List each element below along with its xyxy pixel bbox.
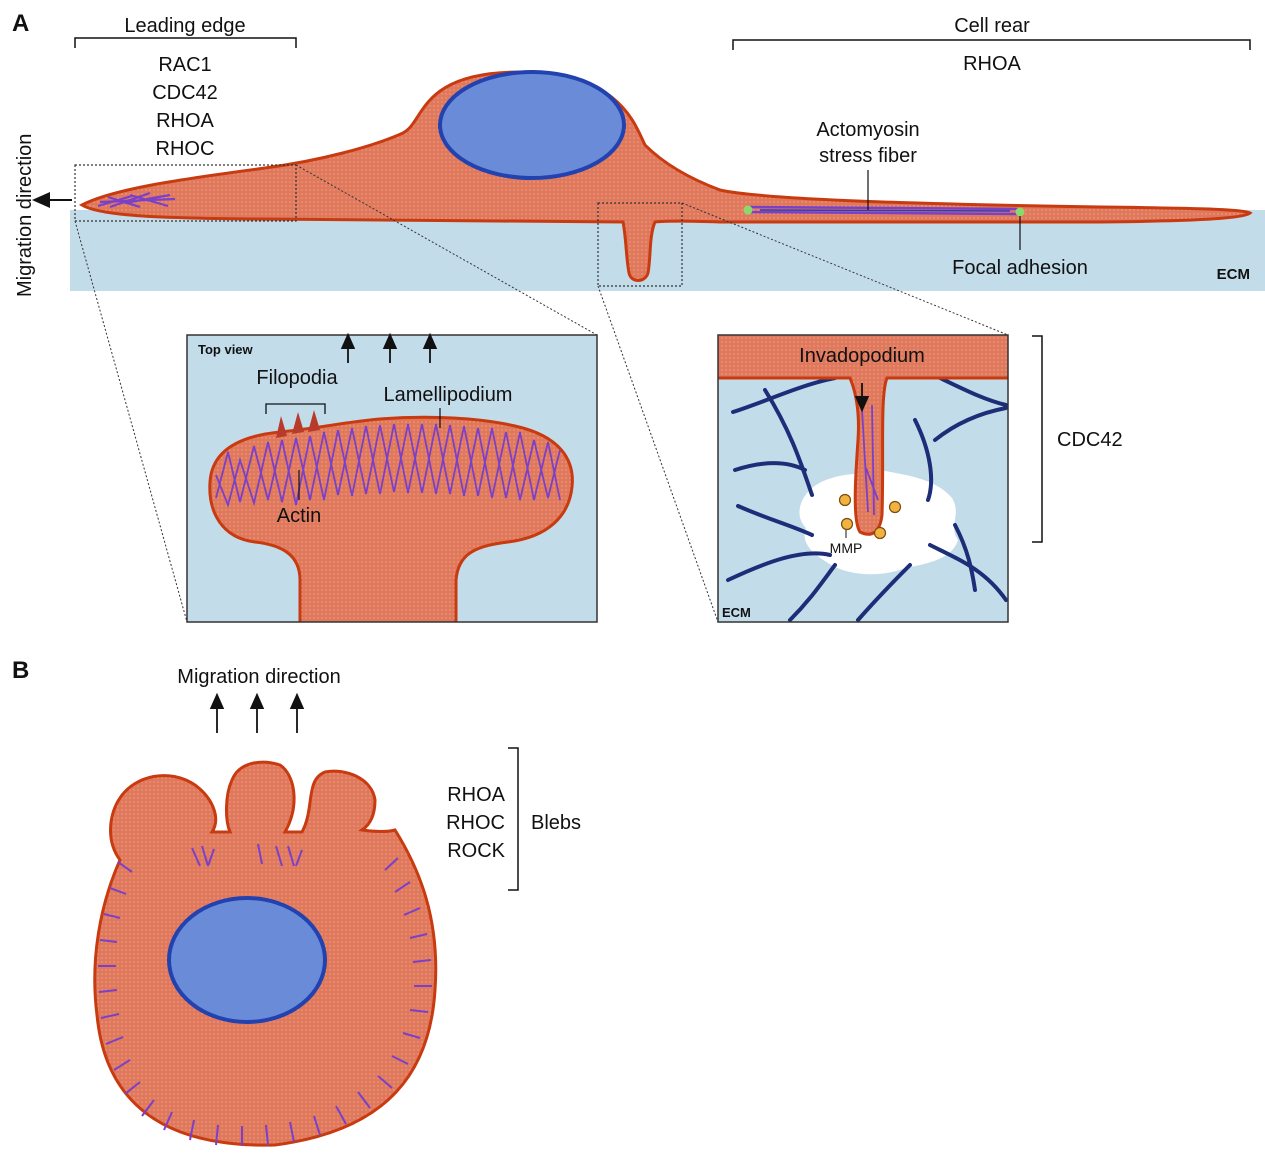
cdc42-bracket xyxy=(1032,336,1042,542)
migration-direction-label: Migration direction xyxy=(14,134,36,297)
focal-adhesion-label: Focal adhesion xyxy=(952,257,1088,279)
actomyosin-stress-fiber xyxy=(748,207,1020,214)
focal-adhesion-right xyxy=(1016,208,1025,217)
panel-b-letter: B xyxy=(12,657,29,684)
mmp-label: MMP xyxy=(830,540,863,556)
nucleus xyxy=(440,72,624,178)
protein-rhoa: RHOA xyxy=(156,110,214,132)
actin-label: Actin xyxy=(277,505,321,527)
top-view-tag: Top view xyxy=(198,342,254,357)
blebs-bracket xyxy=(508,748,518,890)
blebs-label: Blebs xyxy=(531,812,581,834)
lamellipodium-label: Lamellipodium xyxy=(384,384,513,406)
cell-rear-protein: RHOA xyxy=(963,53,1021,75)
leading-edge-bracket xyxy=(75,38,296,48)
protein-cdc42: CDC42 xyxy=(152,82,218,104)
panel-b-migration-arrows xyxy=(217,700,297,733)
filopodia-label: Filopodia xyxy=(256,367,338,389)
invadopodium-inset xyxy=(716,333,1010,622)
ecm-label: ECM xyxy=(1217,266,1250,283)
stress-fiber-label-line2: stress fiber xyxy=(819,145,917,167)
focal-adhesion-left xyxy=(744,206,753,215)
cdc42-label: CDC42 xyxy=(1057,429,1123,451)
panel-b-protein-rock: ROCK xyxy=(447,840,505,862)
invadopodium-label: Invadopodium xyxy=(799,345,925,367)
top-view-inset xyxy=(187,335,597,625)
panel-b-nucleus xyxy=(169,898,325,1022)
panel-b-protein-rhoa: RHOA xyxy=(447,784,505,806)
cell-rear-bracket xyxy=(733,40,1250,50)
protein-rac1: RAC1 xyxy=(158,54,211,76)
panel-b-migration-direction: Migration direction xyxy=(177,666,340,688)
panel-a-letter: A xyxy=(12,10,29,37)
invado-ecm-label: ECM xyxy=(722,605,751,620)
cell-rear-title: Cell rear xyxy=(954,15,1030,37)
leading-edge-title: Leading edge xyxy=(124,15,245,37)
stress-fiber-label-line1: Actomyosin xyxy=(816,119,919,141)
protein-rhoc: RHOC xyxy=(156,138,215,160)
panel-b-protein-rhoc: RHOC xyxy=(446,812,505,834)
